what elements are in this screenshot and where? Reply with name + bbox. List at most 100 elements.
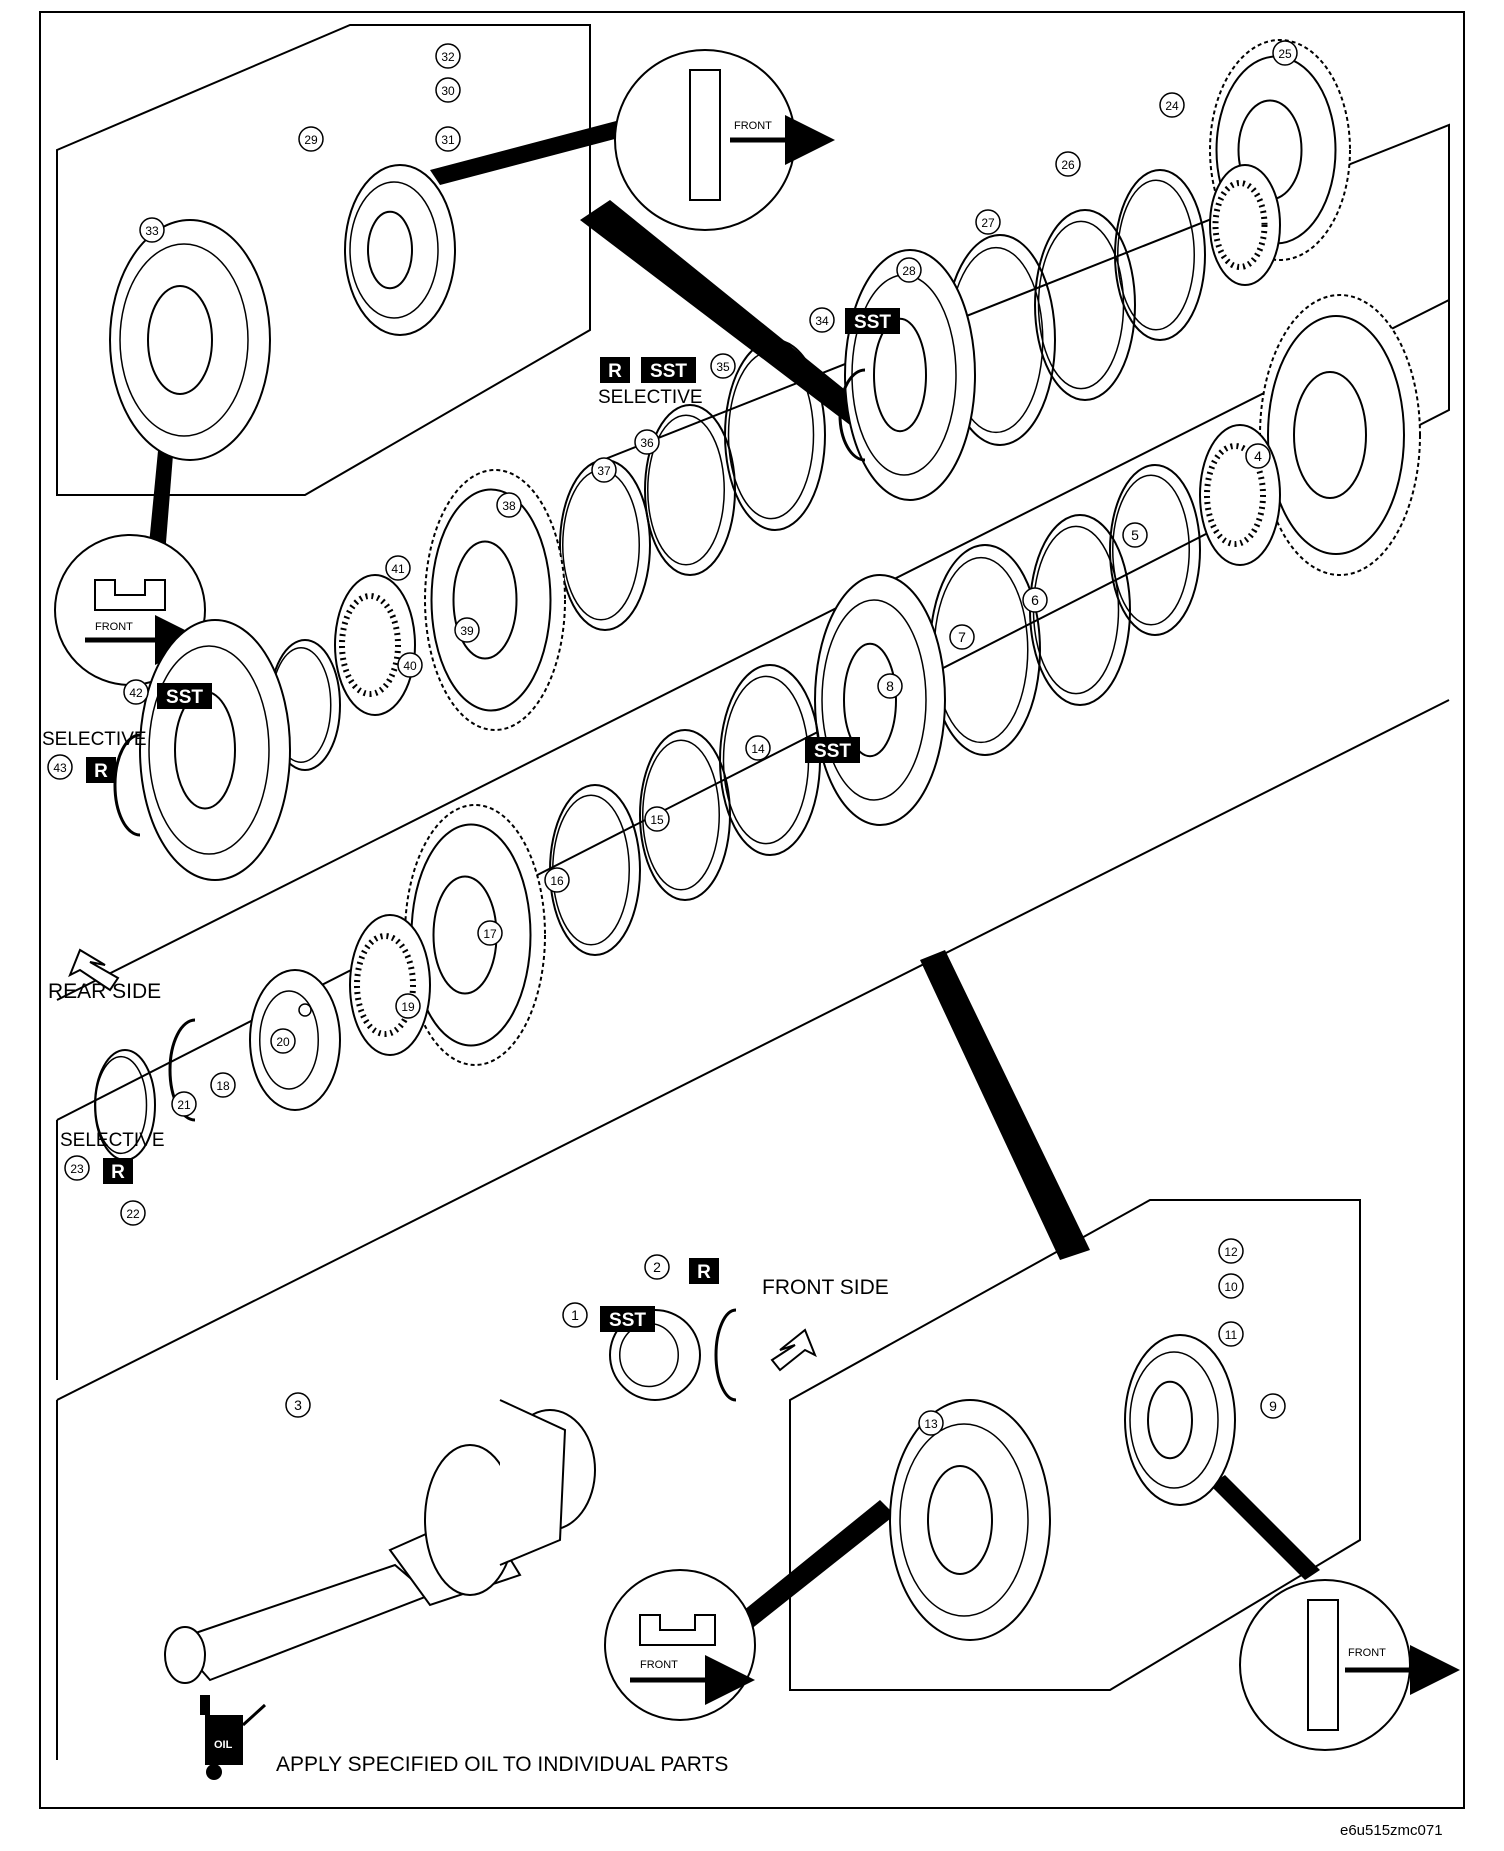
callout-label-8: 8 bbox=[886, 678, 894, 694]
callout-21: 21 bbox=[171, 1091, 197, 1117]
callout-13: 13 bbox=[918, 1410, 944, 1436]
replace-tag: R bbox=[103, 1158, 133, 1184]
detail-circle-hub-orientation-upper bbox=[614, 49, 835, 231]
parts-layer bbox=[94, 39, 1421, 1641]
sst-tag: SST bbox=[641, 357, 696, 383]
callout-label-40: 40 bbox=[403, 659, 417, 673]
callout-36: 36 bbox=[634, 429, 660, 455]
selective-label-35: SELECTIVE bbox=[598, 387, 703, 408]
callout-label-13: 13 bbox=[924, 1417, 938, 1431]
callout-33: 33 bbox=[139, 217, 165, 243]
part-24-bearing bbox=[1209, 164, 1281, 286]
part-6-ring bbox=[1109, 464, 1201, 636]
part-37-ring bbox=[644, 404, 736, 576]
sst-tag: SST bbox=[805, 737, 860, 763]
sst-tag-label: SST bbox=[650, 361, 687, 382]
part-2-clip bbox=[714, 1308, 737, 1402]
part-7-ring bbox=[1029, 514, 1131, 706]
callout-30: 30 bbox=[435, 77, 461, 103]
callout-label-31: 31 bbox=[441, 133, 455, 147]
part-16-ring bbox=[639, 729, 731, 901]
callout-label-27: 27 bbox=[981, 216, 995, 230]
callout-18: 18 bbox=[210, 1072, 236, 1098]
callout-20: 20 bbox=[270, 1028, 296, 1054]
callout-5: 5 bbox=[1122, 522, 1148, 548]
sst-tag-label: SST bbox=[166, 687, 203, 708]
detail-circle-hub-orientation-lower bbox=[1239, 1579, 1460, 1751]
part-33-hub bbox=[109, 219, 271, 461]
callout-28: 28 bbox=[896, 257, 922, 283]
part-9-hub bbox=[1124, 1334, 1236, 1506]
callout-label-37: 37 bbox=[597, 464, 611, 478]
callout-16: 16 bbox=[544, 867, 570, 893]
part-14-hub bbox=[814, 574, 946, 826]
part-18-ball bbox=[298, 1003, 312, 1017]
callout-7: 7 bbox=[949, 624, 975, 650]
callout-4: 4 bbox=[1245, 443, 1271, 469]
part-34-hub bbox=[844, 249, 976, 501]
wedge-detail-c bbox=[738, 1500, 895, 1630]
part-8-ring bbox=[929, 544, 1041, 756]
oil-can-icon: OIL bbox=[200, 1695, 267, 1780]
callout-label-39: 39 bbox=[460, 624, 474, 638]
wedge-detail-b bbox=[430, 120, 630, 185]
callout-12: 12 bbox=[1218, 1238, 1244, 1264]
callout-label-5: 5 bbox=[1131, 527, 1139, 543]
callout-10: 10 bbox=[1218, 1273, 1244, 1299]
callout-25: 25 bbox=[1272, 40, 1298, 66]
figure-code: e6u515zmc071 bbox=[1340, 1822, 1443, 1839]
front-side-label: FRONT SIDE bbox=[762, 1276, 889, 1299]
wedge-detail-a bbox=[148, 430, 175, 555]
front-label-lower-hub: FRONT bbox=[1348, 1647, 1386, 1659]
part-35-clip bbox=[838, 368, 866, 462]
callout-43: 43 bbox=[47, 754, 73, 780]
callout-29: 29 bbox=[298, 126, 324, 152]
callout-layer: 1234567891011121314151617181920212223242… bbox=[47, 40, 1298, 1436]
rear-side-arrow bbox=[68, 948, 120, 992]
wedge-lower bbox=[920, 950, 1090, 1260]
callout-label-35: 35 bbox=[716, 360, 730, 374]
part-5-bearing bbox=[1199, 424, 1281, 566]
callout-label-15: 15 bbox=[650, 813, 664, 827]
callout-label-14: 14 bbox=[751, 742, 765, 756]
callout-label-23: 23 bbox=[70, 1162, 84, 1176]
callout-label-32: 32 bbox=[441, 50, 455, 64]
detail-circle-sleeve-orientation-lower bbox=[604, 1569, 756, 1721]
callout-14: 14 bbox=[745, 735, 771, 761]
replace-tag: R bbox=[600, 357, 630, 383]
sst-tag: SST bbox=[157, 683, 212, 709]
part-39-bearing bbox=[334, 574, 416, 716]
callout-label-9: 9 bbox=[1269, 1398, 1277, 1414]
callout-label-38: 38 bbox=[502, 499, 516, 513]
replace-tag: R bbox=[689, 1258, 719, 1284]
callout-label-29: 29 bbox=[304, 133, 318, 147]
callout-label-36: 36 bbox=[640, 436, 654, 450]
part-41-gear bbox=[424, 469, 566, 731]
assembly-panels bbox=[56, 123, 1450, 1760]
callout-19: 19 bbox=[395, 993, 421, 1019]
callout-label-17: 17 bbox=[483, 927, 497, 941]
callout-label-6: 6 bbox=[1031, 592, 1039, 608]
part-36-ring bbox=[724, 339, 826, 531]
selective-label-43: SELECTIVE bbox=[42, 729, 147, 750]
replace-tag-label: R bbox=[608, 361, 622, 382]
callout-22: 22 bbox=[120, 1200, 146, 1226]
callout-35: 35 bbox=[710, 353, 736, 379]
sst-tag-label: SST bbox=[609, 1310, 646, 1331]
callout-42: 42 bbox=[123, 679, 149, 705]
callout-32: 32 bbox=[435, 43, 461, 69]
callout-label-19: 19 bbox=[401, 1000, 415, 1014]
callout-6: 6 bbox=[1022, 587, 1048, 613]
callout-34: 34 bbox=[809, 307, 835, 333]
callout-label-3: 3 bbox=[294, 1397, 302, 1413]
part-4-gear bbox=[1259, 294, 1421, 576]
callout-label-25: 25 bbox=[1278, 47, 1292, 61]
callout-label-24: 24 bbox=[1165, 99, 1179, 113]
callout-26: 26 bbox=[1055, 151, 1081, 177]
callout-label-26: 26 bbox=[1061, 158, 1075, 172]
front-label-upper-hub: FRONT bbox=[734, 120, 772, 132]
front-label-lower-sleeve: FRONT bbox=[640, 1659, 678, 1671]
callout-label-34: 34 bbox=[815, 314, 829, 328]
